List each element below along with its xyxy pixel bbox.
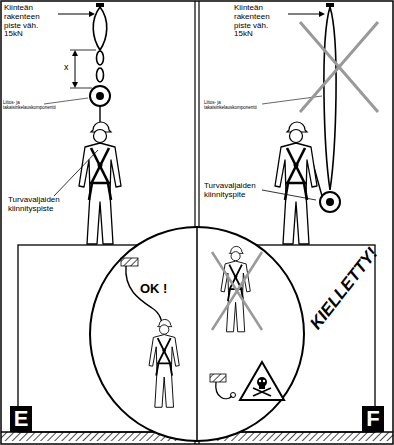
component-note: Liitos- ja takaisinkelauskomponentti [3, 101, 47, 111]
component-note: Liitos- ja takaisinkelauskomponentti [204, 101, 260, 111]
panel-letter: E [14, 408, 29, 430]
anchor-note: Kiinteän rakenteen piste väh. 15kN [4, 4, 58, 39]
panel-letter-box: F [362, 406, 384, 432]
harness-point-label: Turvavaljaiden kiinnityspite [204, 182, 262, 200]
anchor-note: Kiinteän rakenteen piste väh. 15kN [234, 4, 288, 39]
panel-letter-box: E [10, 406, 32, 432]
ok-label: OK ! [140, 282, 167, 296]
panel-letter: F [366, 408, 379, 430]
dimension-label: x [64, 63, 74, 73]
harness-point-label: Turvavaljaiden kiinnityspiste [8, 196, 70, 214]
